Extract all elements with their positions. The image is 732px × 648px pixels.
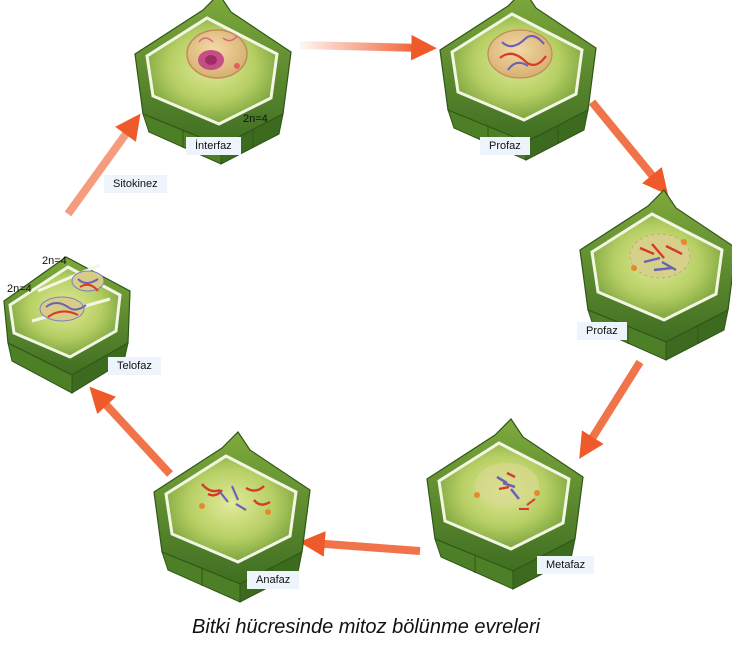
- profaz-late-label: Profaz: [577, 322, 627, 340]
- cycle-arrows: [64, 34, 669, 557]
- cell-interfaz: [133, 0, 293, 166]
- telofaz-ploidy-left-label: 2n=4: [7, 283, 32, 295]
- interfaz-ploidy-label: 2n=4: [243, 113, 268, 125]
- anafaz-label: Anafaz: [247, 571, 300, 589]
- cell-profaz-late: [578, 188, 732, 362]
- telofaz-label: Telofaz: [108, 357, 161, 375]
- cell-telofaz: [3, 256, 131, 394]
- arrow-profaz-to-profaz: [588, 99, 669, 195]
- telofaz-ploidy-top-label: 2n=4: [42, 255, 67, 267]
- metafaz-label: Metafaz: [537, 556, 595, 574]
- cell-metafaz: [425, 417, 585, 591]
- arrow-profaz-to-metafaz: [579, 359, 644, 459]
- cell-anafaz: [152, 430, 312, 604]
- arrow-interfaz-to-profaz: [299, 34, 437, 61]
- interfaz-label: İnterfaz: [186, 137, 241, 155]
- cell-profaz-early: [438, 0, 598, 162]
- arrow-telofaz-to-interfaz: [64, 113, 141, 217]
- diagram-caption: Bitki hücresinde mitoz bölünme evreleri: [192, 616, 540, 638]
- sitokinez-label: Sitokinez: [104, 175, 167, 193]
- arrow-metafaz-to-anafaz: [299, 531, 421, 557]
- arrow-anafaz-to-telofaz: [89, 386, 173, 477]
- profaz-early-label: Profaz: [480, 137, 530, 155]
